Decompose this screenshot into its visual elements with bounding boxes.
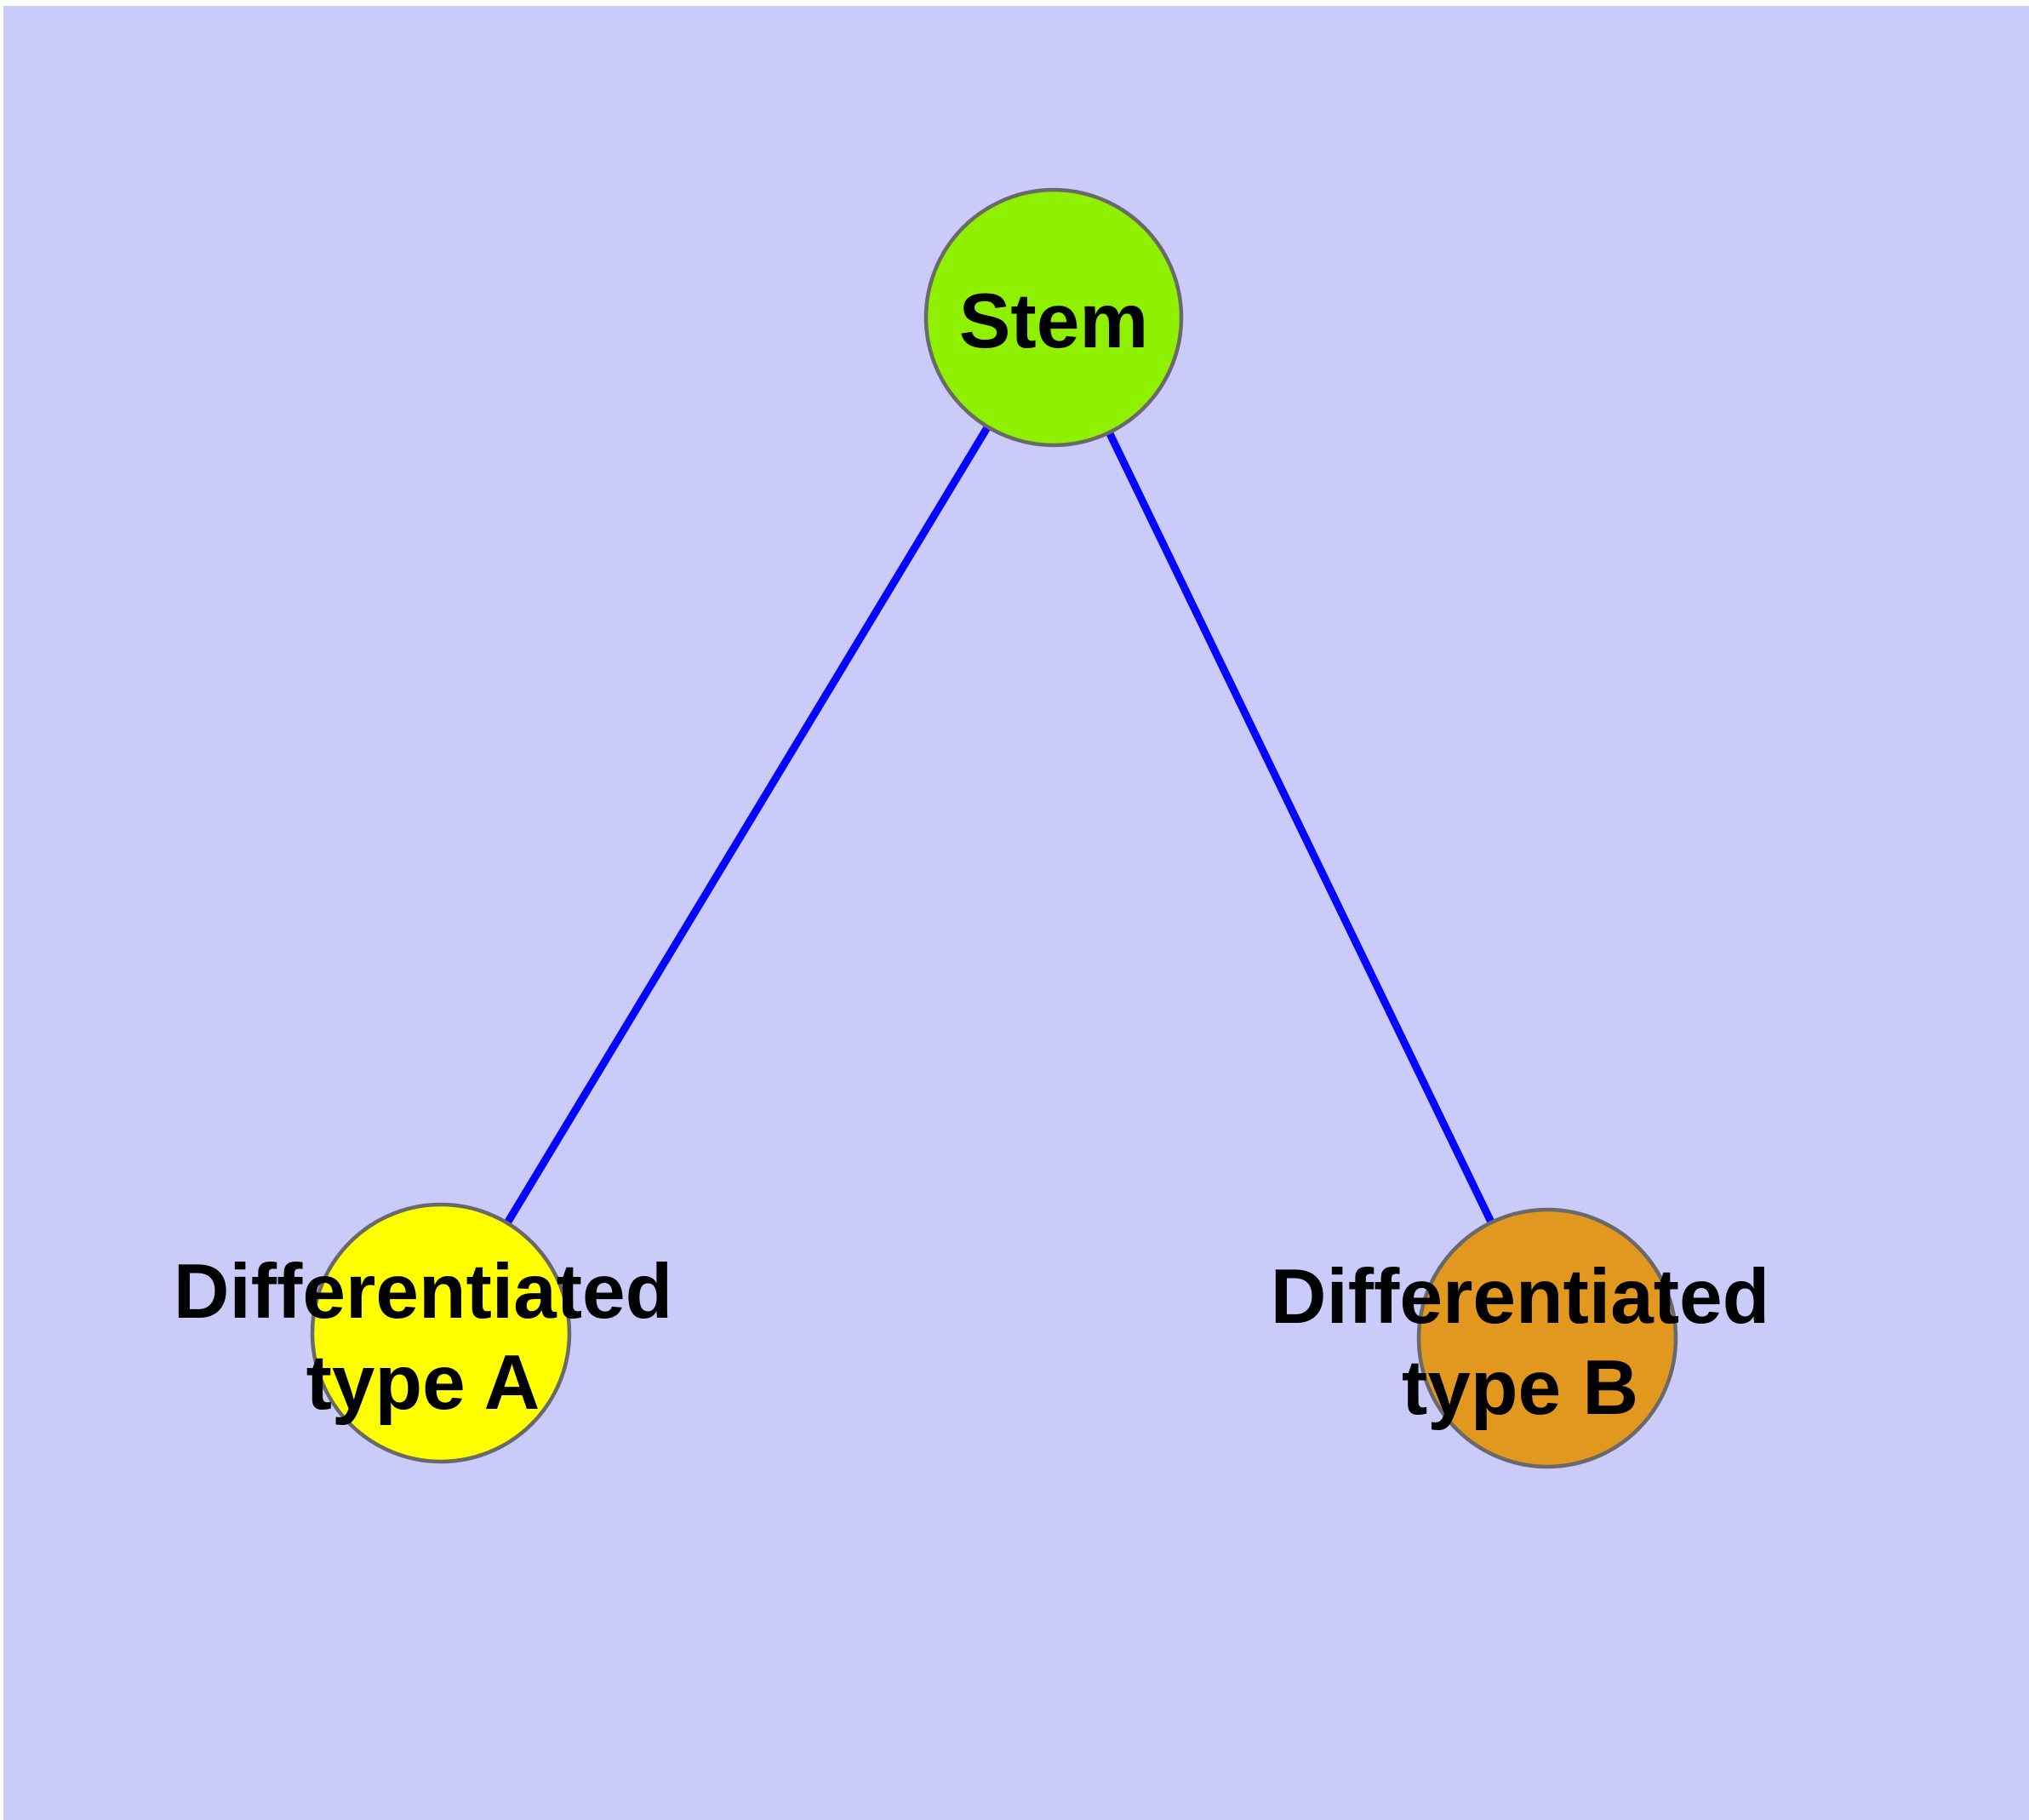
node-type-a-circle [310, 1202, 572, 1464]
node-type-b-label-line1: Differentiated [1271, 1254, 1770, 1340]
node-type-b-circle [1416, 1207, 1678, 1469]
node-type-a-label-line2: type A [306, 1340, 540, 1426]
edge-stem-to-type-b [1049, 316, 1552, 1340]
node-stem-label: Stem [959, 278, 1149, 364]
edge-stem-to-type-a [437, 315, 1057, 1336]
node-stem-circle [923, 187, 1184, 448]
node-type-a-label-line1: Differentiated [174, 1249, 673, 1335]
node-type-b-label-line2: type B [1402, 1345, 1638, 1431]
